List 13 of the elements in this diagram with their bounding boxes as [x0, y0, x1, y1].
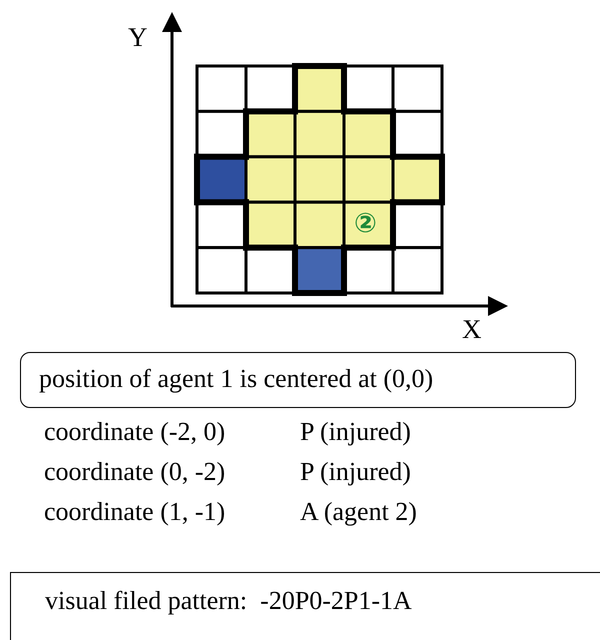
- note-text: position of agent 1 is centered at (0,0): [39, 363, 434, 395]
- value-text: P (injured): [300, 416, 411, 448]
- axis-label: X: [462, 314, 482, 344]
- pattern-text: visual filed pattern: -20P0-2P1-1A: [45, 585, 412, 617]
- value-text: P (injured): [300, 456, 411, 488]
- value-text: A (agent 2): [300, 496, 417, 528]
- coordinate-text: coordinate (0, -2): [44, 456, 226, 488]
- agent-marker: ②: [354, 209, 377, 239]
- text-box: [10, 572, 600, 640]
- text-box: [20, 352, 576, 408]
- coordinate-text: coordinate (-2, 0): [44, 416, 226, 448]
- axis-label: Y: [128, 22, 148, 52]
- coordinate-text: coordinate (1, -1): [44, 496, 226, 528]
